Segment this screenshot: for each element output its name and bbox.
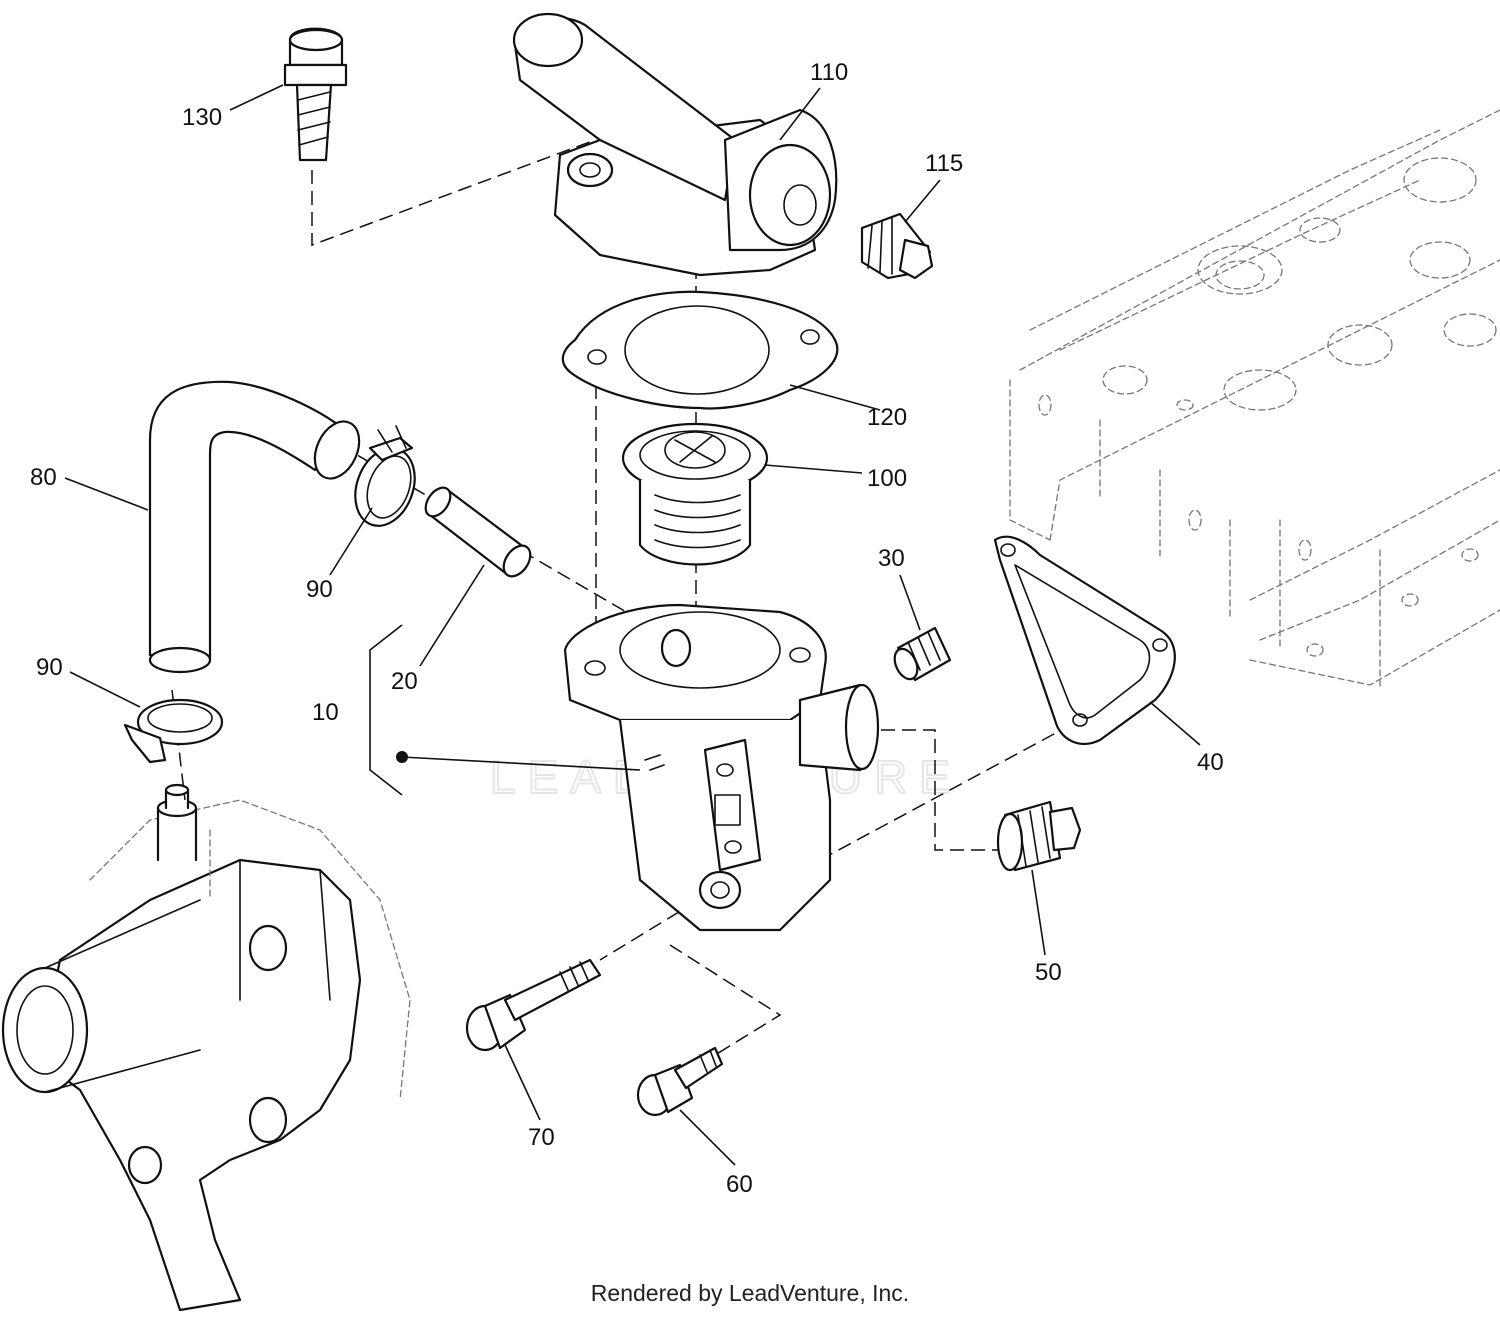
callout-40: 40 [1197,749,1224,776]
callout-110: 110 [810,59,848,86]
part-90-clamp-upper [354,425,416,527]
callout-labels: 130 110 115 120 100 80 90 20 90 10 30 40… [30,59,1224,1198]
callout-50: 50 [1035,959,1062,986]
part-20-pipe [424,486,532,578]
callout-90-upper: 90 [306,576,333,603]
part-50-plug [996,800,1082,872]
callout-30: 30 [878,545,905,572]
footer-credit: Rendered by LeadVenture, Inc. [590,1280,910,1306]
callout-100: 100 [867,465,907,492]
part-90-clamp-lower [123,698,224,764]
part-110-thermostat-cover [512,12,838,277]
callout-10: 10 [312,699,339,726]
part-115-plug [860,212,934,280]
part-60-bolt [636,1046,724,1117]
part-80-bypass-hose [148,380,361,674]
callout-70: 70 [528,1124,555,1151]
callout-20: 20 [391,668,418,695]
callout-90-lower: 90 [36,654,63,681]
callout-115: 115 [925,150,963,177]
part-100-thermostat [621,422,769,566]
callout-130: 130 [182,104,222,131]
callout-80: 80 [30,464,57,491]
part-40-gasket [993,535,1176,745]
water-pump-housing [1,783,411,1312]
part-10-thermostat-housing [563,603,880,932]
leader-lines [64,84,1201,1166]
part-30-plug [893,626,952,682]
group-bracket-10 [369,624,641,796]
part-120-gasket [561,290,839,410]
part-130-bolt [283,27,348,162]
cylinder-head-ghost [1009,109,1500,691]
callout-120: 120 [867,404,907,431]
part-70-bolt [465,958,602,1052]
callout-60: 60 [726,1171,753,1198]
